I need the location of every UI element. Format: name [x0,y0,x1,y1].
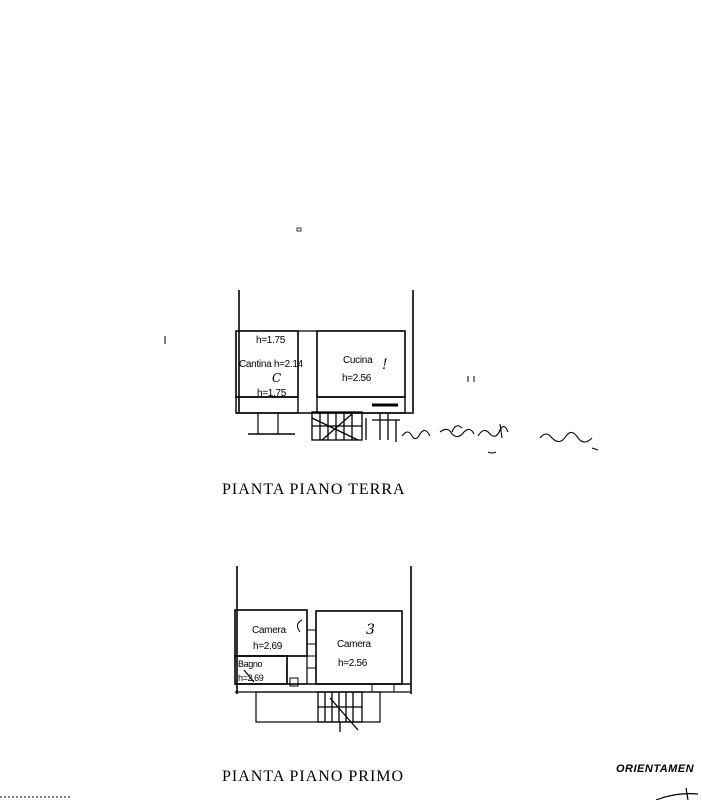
first-floor-plan [0,566,412,798]
cantina-height-bottom: h=1.75 [257,388,287,399]
cantina-handwritten-mark: C [272,371,281,385]
orientation-label: ORIENTAMEN [616,763,695,775]
camera-left-label: Camera [252,625,287,636]
camera-left-height: h=2.69 [253,641,283,652]
cucina-label: Cucina [343,355,373,366]
camera-right-height: h=2.56 [338,658,368,669]
cucina-height: h=2.56 [342,373,372,384]
handwritten-scribble [401,423,599,454]
cucina-handwritten-mark: ! [382,357,388,373]
bagno-height: h=2.69 [238,673,264,683]
first-floor-staircase [317,691,363,732]
bagno-label: Bagno [238,659,262,669]
ground-floor-staircase [311,411,400,442]
cantina-height-top: h=1.75 [256,335,286,346]
north-arrow-icon [655,787,699,800]
cantina-label: Cantina h=2.14 [239,359,304,370]
ground-floor-title: PIANTA PIANO TERRA [222,481,406,498]
ground-floor-plan [164,227,475,442]
camera-right-label: Camera [337,639,372,650]
first-floor-title: PIANTA PIANO PRIMO [222,768,405,785]
camera-right-handwritten-mark: 3 [366,622,375,638]
